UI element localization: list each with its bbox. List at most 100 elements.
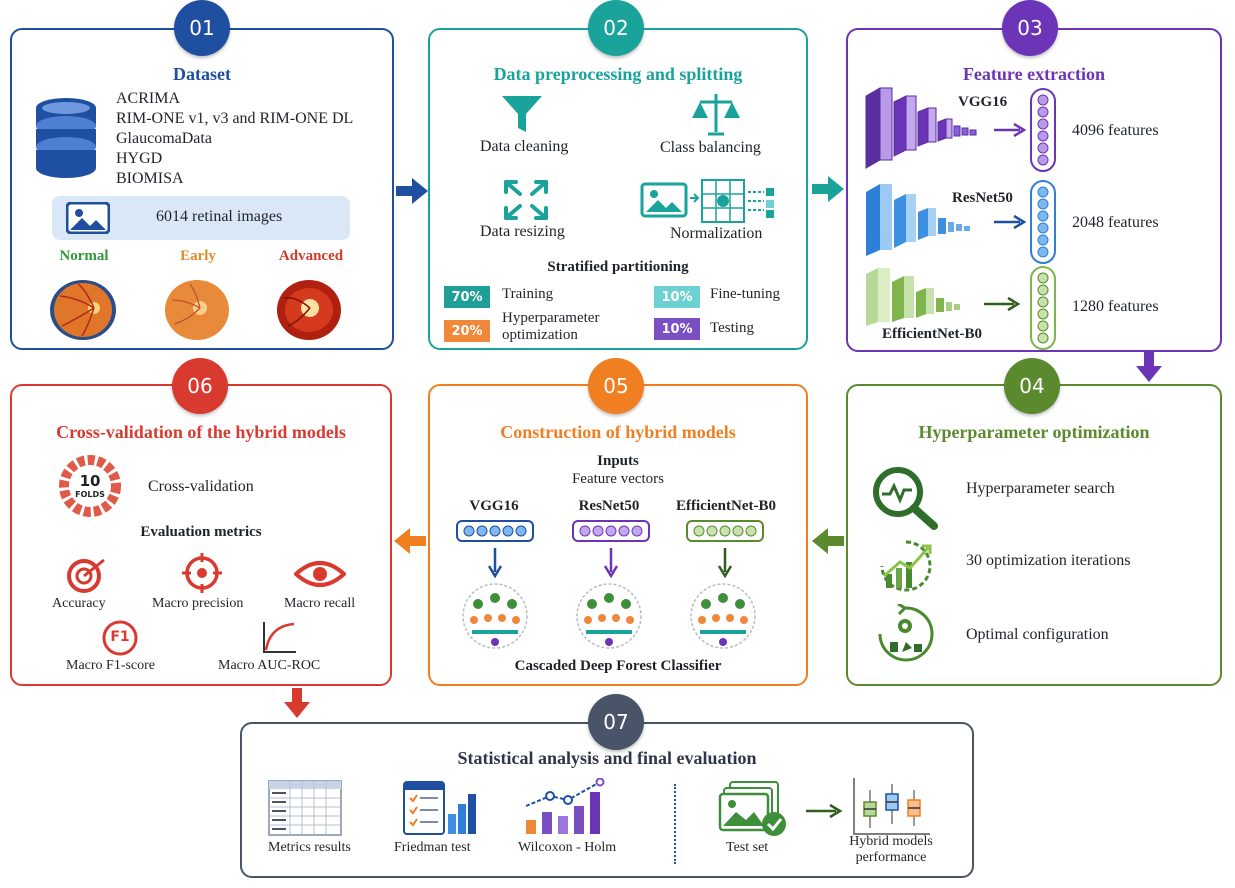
efficientnet-features: 1280 features — [1072, 298, 1159, 315]
class-early-label: Early — [180, 248, 216, 264]
metrics-title: Evaluation metrics — [140, 524, 262, 540]
resnet50-arrow — [994, 214, 1027, 230]
split-hpo-label: Hyperparameter optimization — [502, 310, 600, 343]
test-set-icon — [718, 781, 786, 836]
iterations-icon — [880, 540, 932, 592]
split-hpo-pct: 20% — [444, 320, 490, 342]
hybrid-resnet50-label: ResNet50 — [578, 498, 640, 514]
op-data-resizing: Data resizing — [480, 223, 565, 240]
step-badge-02: 02 — [588, 0, 644, 56]
panel-dataset: Dataset ACRIMA RIM-ONE v1, v3 and RIM-ON… — [10, 28, 394, 350]
auc-curve-icon — [263, 622, 296, 653]
dataset-item: BIOMISA — [116, 170, 184, 187]
efficientnet-network-icon — [866, 268, 960, 326]
wilcoxon-holm-label: Wilcoxon - Holm — [518, 840, 617, 855]
dataset-item: ACRIMA — [116, 90, 181, 107]
op-normalization: Normalization — [670, 225, 763, 242]
resnet50-network-icon — [866, 184, 970, 256]
step-badge-04: 04 — [1004, 358, 1060, 414]
vgg16-down-arrow — [487, 548, 503, 579]
folds-number: 10 — [79, 472, 101, 490]
database-icon — [36, 98, 96, 178]
step-badge-01: 01 — [174, 0, 230, 56]
eye-icon — [294, 561, 346, 587]
fundus-normal-image — [50, 280, 116, 340]
folds-label: FOLDS — [75, 490, 105, 499]
optimal-config-icon — [878, 604, 934, 662]
step-badge-05: 05 — [588, 358, 644, 414]
flow-arrow-04-05 — [812, 528, 844, 554]
vgg16-network-icon — [865, 87, 977, 169]
panel-hybrid-models: Construction of hybrid models Inputs Fea… — [428, 384, 808, 686]
flow-arrow-06-07 — [284, 688, 310, 718]
section-divider — [674, 784, 676, 864]
hybrid-models-title: Construction of hybrid models — [500, 422, 736, 442]
step-badge-06: 06 — [172, 358, 228, 414]
hybrid-efficientnet-label: EfficientNet-B0 — [676, 498, 776, 514]
metrics-table-icon — [268, 780, 342, 836]
flow-arrow-01-02 — [396, 178, 428, 204]
wilcoxon-holm-icon — [525, 778, 605, 834]
op-class-balancing: Class balancing — [660, 139, 761, 156]
efficientnet-down-arrow — [717, 548, 733, 579]
deep-forest-icon — [462, 583, 528, 649]
image-count-bar: 6014 retinal images — [52, 196, 350, 240]
fundus-advanced-image — [277, 280, 341, 340]
optimal-config-label: Optimal configuration — [966, 626, 1109, 643]
split-finetuning-label: Fine-tuning — [710, 286, 780, 302]
panel-preprocessing: Data preprocessing and splitting Data cl… — [428, 28, 808, 350]
class-normal-label: Normal — [59, 248, 109, 264]
model-efficientnet-label: EfficientNet-B0 — [882, 326, 982, 342]
resize-arrows-icon — [504, 180, 548, 220]
vgg16-vector-icon — [1030, 88, 1056, 172]
classifier-label: Cascaded Deep Forest Classifier — [514, 658, 722, 674]
image-icon — [66, 202, 110, 234]
model-vgg16-label: VGG16 — [958, 94, 1008, 110]
preprocessing-title: Data preprocessing and splitting — [493, 64, 743, 84]
funnel-icon — [502, 96, 542, 132]
iterations-label: 30 optimization iterations — [966, 552, 1131, 569]
flow-arrow-03-04 — [1136, 352, 1162, 382]
deep-forest-icon — [690, 583, 756, 649]
panel-hyperparameter: Hyperparameter optimization Hyperparamet… — [846, 384, 1222, 686]
efficientnet-arrow — [984, 296, 1021, 312]
metric-macro-f1: Macro F1-score — [66, 658, 156, 673]
resnet50-features: 2048 features — [1072, 214, 1159, 231]
crosshair-icon — [182, 553, 222, 593]
metric-macro-auc-roc: Macro AUC-ROC — [218, 658, 321, 673]
split-training-pct: 70% — [444, 286, 490, 308]
panel-feature-extraction: Feature extraction VGG16 4096 features — [846, 28, 1222, 352]
boxplot-icon — [853, 778, 930, 835]
normalization-icon — [640, 179, 774, 223]
fundus-early-image — [165, 280, 229, 340]
test-set-label: Test set — [726, 840, 769, 855]
metrics-results-label: Metrics results — [268, 840, 351, 855]
search-icon — [873, 467, 938, 530]
split-testing-label: Testing — [710, 320, 754, 336]
scales-icon — [692, 94, 740, 136]
flow-arrow-02-03 — [812, 176, 844, 202]
hyperparameter-search-label: Hyperparameter search — [966, 480, 1115, 497]
cross-validation-title: Cross-validation of the hybrid models — [56, 422, 346, 442]
class-advanced-label: Advanced — [278, 248, 344, 264]
folds-ring-icon — [59, 455, 121, 517]
deep-forest-icon — [576, 583, 642, 649]
dataset-item: GlaucomaData — [116, 130, 212, 147]
efficientnet-vector-icon — [1030, 266, 1056, 350]
inputs-sub-label: Feature vectors — [571, 471, 665, 487]
resnet50-input-vector — [572, 520, 650, 542]
hyperparameter-title: Hyperparameter optimization — [918, 422, 1150, 442]
resnet50-down-arrow — [603, 548, 619, 579]
metric-accuracy: Accuracy — [52, 596, 106, 611]
efficientnet-input-vector — [686, 520, 764, 542]
feature-extraction-title: Feature extraction — [962, 64, 1106, 84]
split-finetuning-pct: 10% — [654, 286, 700, 308]
f1-icon-text: F1 — [110, 629, 130, 645]
op-data-cleaning: Data cleaning — [480, 138, 569, 155]
panel-cross-validation: Cross-validation of the hybrid models 10… — [10, 384, 392, 686]
flow-arrow-05-06 — [394, 528, 426, 554]
image-count-label: 6014 retinal images — [156, 208, 283, 225]
friedman-test-label: Friedman test — [394, 840, 471, 855]
cross-validation-label: Cross-validation — [148, 478, 254, 495]
friedman-test-icon — [403, 781, 476, 835]
